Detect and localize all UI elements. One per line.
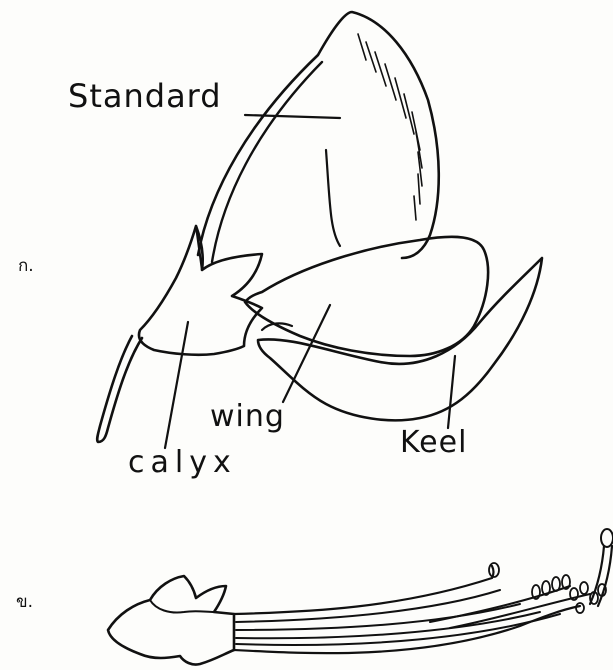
calyx-leader xyxy=(165,322,188,448)
keel-petal xyxy=(258,258,542,420)
standard-leader xyxy=(245,115,340,118)
filament-tube-top xyxy=(234,566,494,614)
standard-petal xyxy=(198,12,439,262)
stamen-diagram xyxy=(108,529,613,665)
calyx-label: calyx xyxy=(128,448,237,478)
standard-label: Standard xyxy=(68,80,222,112)
figure-b-marker: ข. xyxy=(16,594,33,611)
leader-lines xyxy=(165,115,455,448)
stigma xyxy=(601,529,613,547)
wing-petal xyxy=(245,237,488,356)
wing-leader xyxy=(283,305,330,402)
figure-a-marker: ก. xyxy=(18,258,34,275)
wing-label: wing xyxy=(210,402,285,432)
keel-leader xyxy=(448,356,455,428)
stamen-calyx xyxy=(108,576,234,665)
keel-label: Keel xyxy=(400,428,467,458)
